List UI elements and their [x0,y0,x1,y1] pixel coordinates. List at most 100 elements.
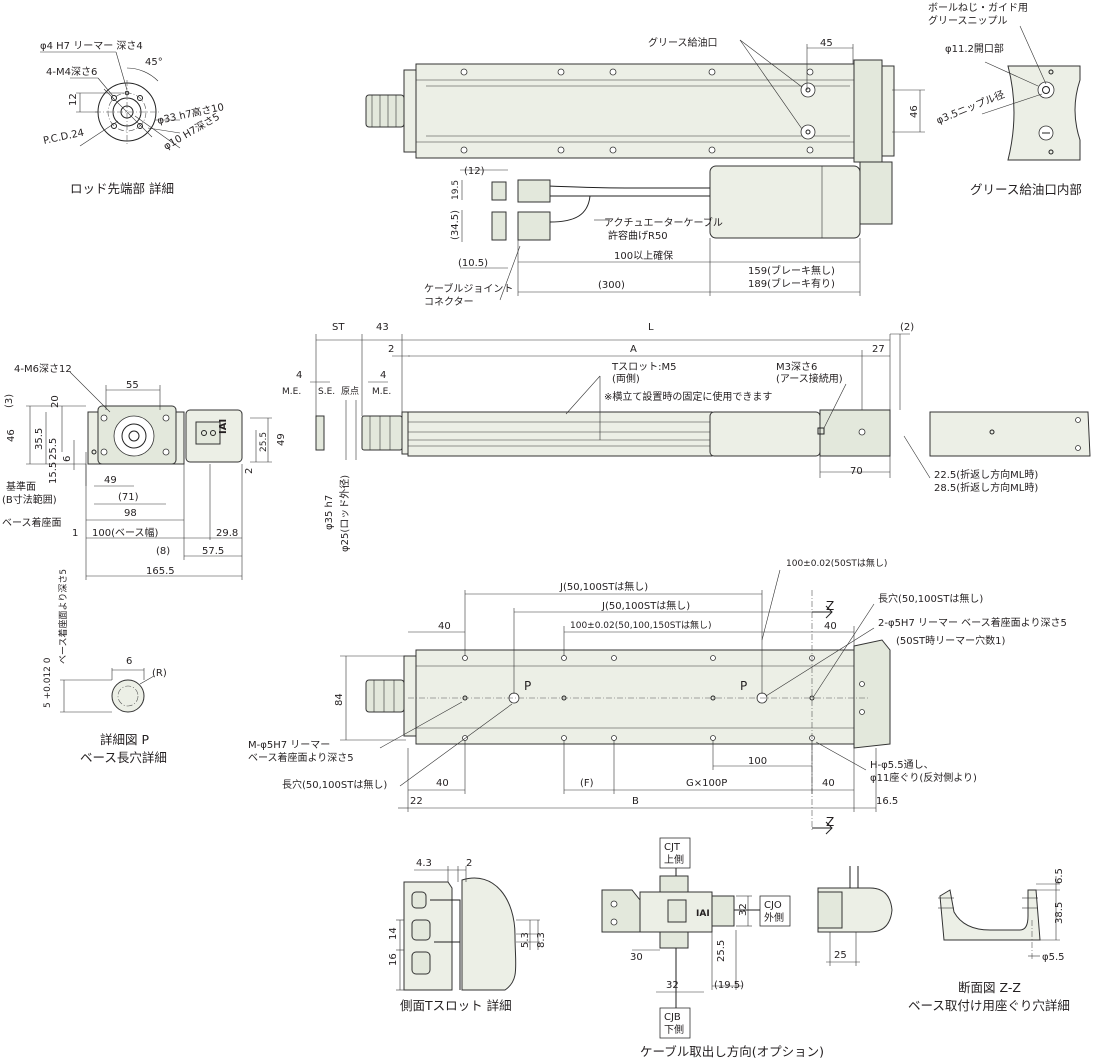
grease-detail-label-2: グリースニップル [928,14,1008,27]
rod-tap-hole [137,95,143,101]
top-rear-cap [881,65,895,157]
dim-46: 46 [909,105,920,118]
end-dim-3: (3) [4,394,15,408]
rod-detail-title: ロッド先端部 詳細 [70,181,174,196]
cable-dim-32-h: 32 [666,980,679,991]
dim-16-5: 16.5 [876,796,898,807]
end-dim-49-right: 49 [276,433,287,446]
dim-100-lower: 100 [748,756,767,767]
ream-hole-note: (50ST時リーマー穴数1) [896,634,1005,647]
through-hole-label: H-φ5.5通し、 [870,759,934,771]
cable-dim-19-5: (19.5) [714,980,744,991]
joint-label-1: ケーブルジョイント [424,282,513,295]
detail-p-mark-left: P [524,679,531,693]
cable-dim-25-5: 25.5 [716,940,727,962]
cjb-box [659,1007,691,1039]
dim-300: (300) [598,280,625,291]
end-dim-29-8: 29.8 [216,528,238,539]
bottom-rear [853,639,891,749]
tslot-dim-14: 14 [388,927,399,940]
dim-b: B [632,796,639,807]
cjb-code: CJB [664,1012,681,1023]
dim-4-left: 4 [296,370,302,381]
dim-40-lower-right: 40 [822,778,835,789]
end-dim-165-5: 165.5 [146,566,175,577]
tslot-both: (両側) [612,372,640,385]
dim-100-tol-150: 100±0.02(50,100,150STは無し) [570,619,712,631]
cjo-box [759,895,791,927]
dim-22: 22 [410,796,423,807]
end-dim-25-5-right: 25.5 [259,432,269,452]
tslot-dim-8-3: 8.3 [536,932,547,948]
dim-a: A [630,344,637,355]
rod-tap-label: 4-M4深さ6 [46,66,97,78]
rod-tap-hole [111,123,117,129]
detail-p-title: 詳細図 P [100,732,149,747]
tslot-title: 側面Tスロット 詳細 [400,998,512,1013]
base-seat-label: ベース着座面 [2,516,62,529]
slot-label-left: 長穴(50,100STは無し) [282,778,387,791]
dim-40-lower-left: 40 [436,778,449,789]
cable-joint-upper [517,179,551,203]
side-end-rear [929,411,1091,457]
rod-tap-hole [137,123,143,129]
end-tap-label: 4-M6深さ12 [14,363,72,375]
opening-label: φ11.2開口部 [945,42,1004,55]
dim-4-right: 4 [380,370,386,381]
tslot-dim-2: 2 [466,858,472,869]
section-z-upper: Z [826,599,834,613]
dim-84: 84 [334,693,345,706]
counterbore-label: φ11座ぐり(反対側より) [870,771,977,784]
slot-radius: (R) [152,668,167,679]
section-dim-5-5: φ5.5 [1042,952,1065,963]
dim-43: 43 [376,322,389,333]
datum-label: 基準面 [6,480,36,493]
iai-logo: IAI [218,419,229,434]
grease-detail-label-1: ボールねじ・ガイド用 [928,2,1028,14]
rod-dim-12: 12 [68,93,79,106]
dim-189: 189(ブレーキ有り) [748,277,835,290]
section-dim-38-5: 38.5 [1054,902,1065,924]
rod-pcd-label: P.C.D.24 [42,128,85,147]
dim-2: 2 [388,344,394,355]
m-ream-label: M-φ5H7 リーマー [248,740,330,751]
dim-159: 159(ブレーキ無し) [748,264,835,277]
bottom-connector [365,679,405,713]
dim-j-lower: J(50,100STは無し) [601,599,690,612]
cjt-side: 上側 [664,853,684,866]
se-label: S.E. [318,387,335,397]
tslot-label: Tスロット:M5 [611,362,676,373]
slot-tol: 5 +0.012 0 [43,657,53,708]
cjb-side: 下側 [664,1023,684,1036]
side-rod [361,415,403,451]
dim-28-5: 28.5(折返し方向ML時) [934,481,1038,494]
top-body [415,63,855,159]
tslot-note: ※横立て設置時の固定に使用できます [604,390,772,403]
end-dim-20: 20 [50,395,61,408]
dim-70: 70 [850,466,863,477]
end-dim-35-5: 35.5 [34,428,45,450]
grease-detail-title: グリース給油口内部 [970,182,1082,197]
origin-label: 原点 [341,386,359,397]
dim-19-5: 19.5 [451,180,461,200]
dim-22-5: 22.5(折返し方向ML時) [934,468,1038,481]
cable-iai-logo: IAI [696,909,710,919]
cjo-code: CJO [764,900,782,911]
dim-40-upper-left: 40 [438,621,451,632]
dim-35-h7: φ35 h7 [324,495,335,530]
section-dim-6-5: 6.5 [1054,868,1065,884]
cable-option: CJT 上側 CJO 外側 CJB 下側 IAI 32 30 25.5 32 (… [601,837,893,1059]
me-left: M.E. [282,387,301,397]
dim-40-upper-right: 40 [824,621,837,632]
rod-tap-hole [111,95,117,101]
detail-p-mark-right: P [740,679,747,693]
dim-100-min: 100以上確保 [614,249,673,262]
dim-34-5: (34.5) [450,210,461,240]
end-dim-2: 2 [244,468,255,474]
section-zz: 6.5 38.5 φ5.5 断面図 Z-Z ベース取付け用座ぐり穴詳細 [908,868,1070,1013]
rod-od-dim: φ25(ロッド外径) [338,475,351,552]
section-z-lower: Z [826,815,834,829]
rod-angle-label: 45° [145,57,163,68]
dim-f: (F) [580,778,594,789]
